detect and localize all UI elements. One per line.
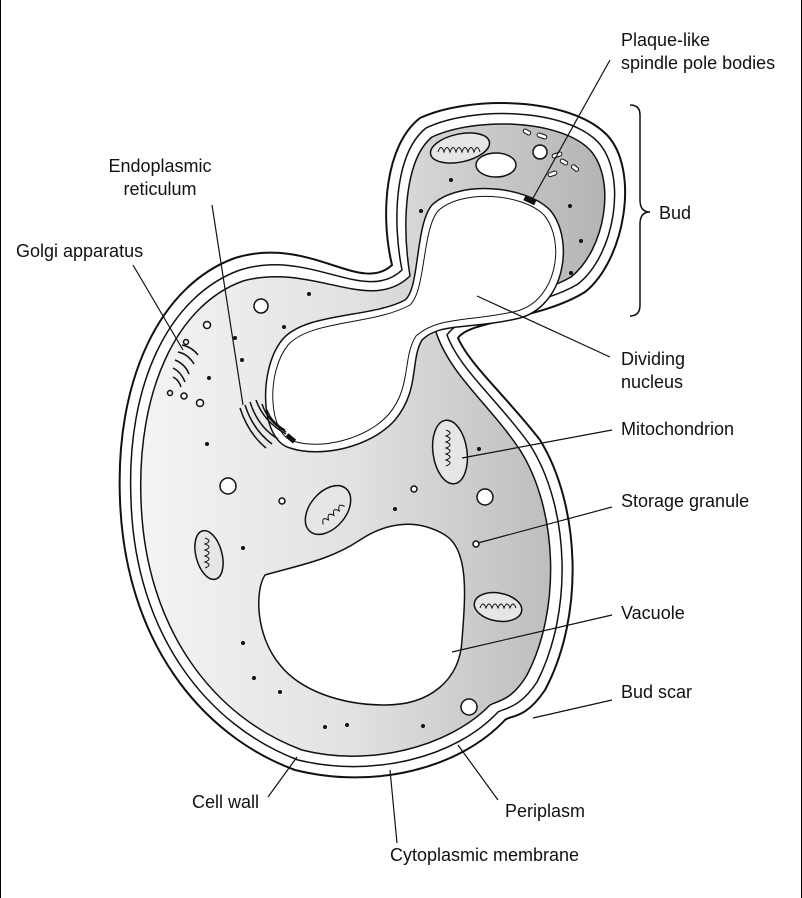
spindle-pole-body-2 [523, 195, 537, 206]
label-storage-granule: Storage granule [621, 491, 750, 511]
label-plaque-like: Plaque-like [621, 30, 711, 50]
dividing-nucleus [264, 187, 565, 453]
mitochondrion-2 [304, 484, 352, 536]
label-dividing: Dividing [621, 349, 686, 369]
label-golgi-apparatus: Golgi apparatus [16, 241, 144, 261]
bud-granule-large [532, 144, 548, 160]
spindle-pole-body-1 [285, 433, 297, 444]
ribosome-dots [205, 178, 583, 729]
label-cell-wall: Cell wall [192, 792, 260, 812]
label-bud: Bud [659, 203, 692, 223]
endoplasmic-reticulum [239, 399, 287, 449]
mitochondrion-bud [429, 132, 491, 164]
golgi-apparatus [166, 338, 199, 400]
bud-vesicle [475, 152, 517, 178]
leader-lines [132, 59, 613, 844]
vacuole [258, 523, 466, 706]
mitochondrion-1 [431, 419, 469, 485]
label-cytoplasmic-membrane: Cytoplasmic membrane [390, 845, 580, 865]
label-mitochondrion: Mitochondrion [621, 419, 735, 439]
label-nucleus: nucleus [621, 372, 684, 392]
nuclear-membrane-inner [272, 195, 557, 445]
label-periplasm: Periplasm [505, 801, 586, 821]
mitochondrion-3 [194, 529, 224, 581]
label-spindle-pole-bodies: spindle pole bodies [621, 53, 776, 73]
storage-granules [195, 298, 494, 716]
label-vacuole: Vacuole [621, 603, 685, 623]
mitochondrion-4 [473, 591, 523, 623]
label-bud-scar: Bud scar [621, 682, 693, 702]
label-endoplasmic: Endoplasmic [108, 156, 212, 176]
label-reticulum: reticulum [123, 179, 197, 199]
bud-bracket [629, 104, 651, 317]
